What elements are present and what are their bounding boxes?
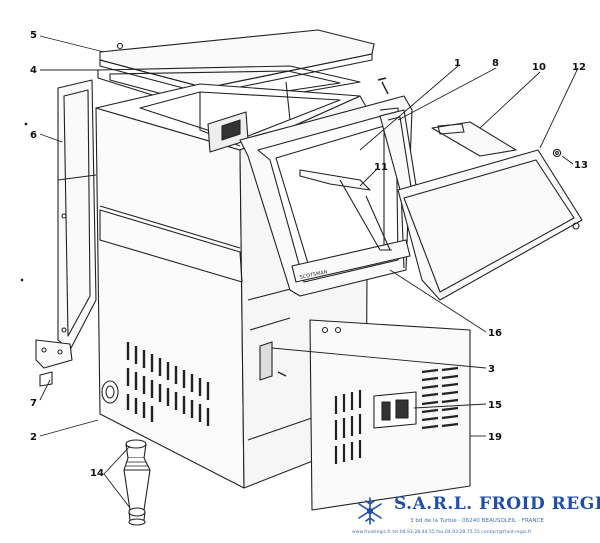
callout-11: 11 — [374, 162, 388, 173]
callout-8: 8 — [492, 58, 499, 69]
callout-10: 10 — [532, 62, 546, 73]
deflector-part — [299, 169, 392, 251]
front-lower-panel-part — [309, 319, 471, 511]
left-side-panel-part — [57, 79, 97, 351]
panel-brand-label: SCOTSMAN — [299, 269, 328, 281]
screws — [20, 77, 389, 377]
callout-16: 16 — [488, 328, 502, 339]
front-vent-grille — [126, 342, 210, 426]
company-contact: www.froidregis.fr tel.04.93.28.44.55 fax… — [352, 530, 532, 535]
nut-part — [552, 148, 562, 158]
callout-15: 15 — [488, 400, 502, 411]
bracket-part — [35, 339, 73, 387]
company-branding: S.A.R.L. FROID REGIS 3 bd de la Turbie ·… — [352, 494, 600, 542]
company-name: S.A.R.L. FROID REGIS — [394, 494, 600, 514]
swing-door-part — [397, 149, 583, 301]
callout-13: 13 — [574, 160, 588, 171]
leader-lines — [39, 35, 579, 509]
callout-19: 19 — [488, 432, 502, 443]
callout-2: 2 — [30, 432, 37, 443]
callout-6: 6 — [30, 130, 37, 141]
callout-14: 14 — [90, 468, 104, 479]
callout-4: 4 — [30, 65, 37, 76]
adjustable-legs-part — [123, 439, 151, 526]
callout-5: 5 — [30, 30, 37, 41]
panel-vent-grille — [334, 366, 459, 464]
door-rail-part — [431, 121, 517, 157]
callout-7: 7 — [30, 398, 37, 409]
callout-1: 1 — [454, 58, 461, 69]
company-address: 3 bd de la Turbie · 06240 BEAUSOLEIL · F… — [410, 518, 544, 524]
door-frame-part — [239, 95, 413, 297]
callout-3: 3 — [488, 364, 495, 375]
callout-12: 12 — [572, 62, 586, 73]
snowflake-logo-icon — [358, 497, 382, 525]
callout-numbers: 5 4 6 7 2 14 1 8 10 12 13 11 16 3 15 19 — [30, 30, 588, 479]
